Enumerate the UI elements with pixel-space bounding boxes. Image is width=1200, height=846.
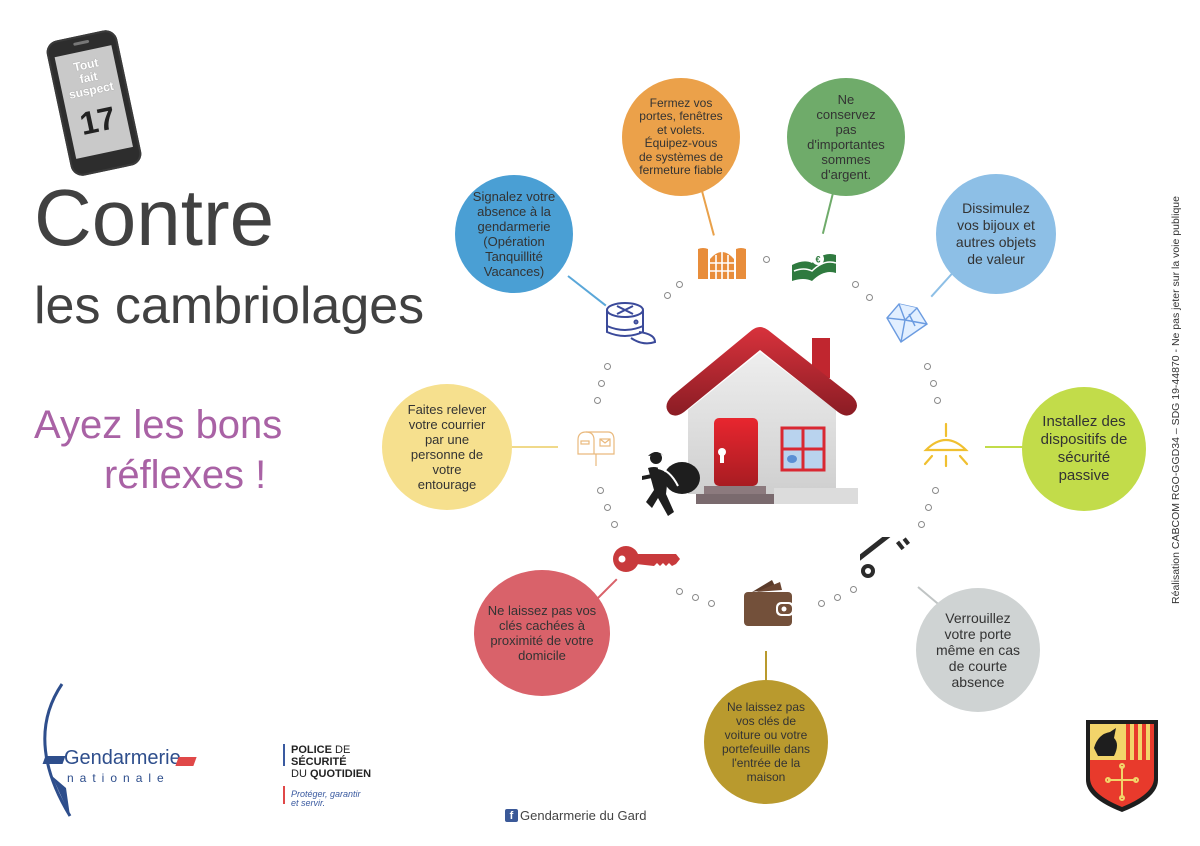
phone-speaker — [73, 39, 90, 46]
psq-quotidien: QUOTIDIEN — [309, 768, 372, 780]
connector-line — [985, 446, 1025, 448]
mailbox-icon — [577, 431, 615, 466]
gard-coat-of-arms — [1086, 720, 1158, 812]
tip-text: Verrouillez votre porte même en cas de c… — [935, 610, 1021, 690]
tip-text: Signalez votre absence à la gendarmerie … — [472, 189, 556, 279]
path-dot — [604, 363, 611, 370]
path-dot — [676, 281, 683, 288]
psq-de: DE — [335, 744, 351, 756]
title-line2: les cambriolages — [34, 277, 425, 335]
path-dot — [930, 380, 937, 387]
path-dot — [692, 594, 699, 601]
tagline-line1: Ayez les bons — [34, 403, 283, 447]
path-dot — [866, 294, 873, 301]
tip-lock-door: Verrouillez votre porte même en cas de c… — [916, 588, 1040, 712]
connector-line — [821, 192, 834, 234]
tagline-line2: réflexes ! — [104, 453, 267, 497]
lamp-icon — [923, 422, 969, 468]
path-dot — [708, 600, 715, 607]
red-key-icon — [613, 546, 680, 572]
side-credit-note: Réalisation CABCOM RGO-GGD34 – SDG 19-44… — [1170, 196, 1182, 604]
facebook-link[interactable]: f Gendarmerie du Gard — [505, 808, 646, 823]
flag-blue-bar — [42, 756, 66, 764]
window-shutters-icon — [698, 248, 746, 279]
diamond-icon — [886, 303, 928, 344]
path-dot — [932, 487, 939, 494]
psq-blue-bar — [283, 744, 285, 766]
tip-no-cash: Ne conservez pas d'importantes sommes d'… — [787, 78, 905, 196]
path-dot — [934, 397, 941, 404]
path-dot — [676, 588, 683, 595]
phone-text: Tout fait suspect — [67, 55, 115, 102]
tip-car-keys-wallet: Ne laissez pas vos clés de voiture ou vo… — [704, 680, 828, 804]
path-dot — [924, 363, 931, 370]
path-dot — [818, 600, 825, 607]
euro-banknotes-icon: € — [792, 253, 837, 281]
tip-passive-security: Installez des dispositifs de sécurité pa… — [1022, 387, 1146, 511]
tip-mail: Faites relever votre courrier par une pe… — [382, 384, 512, 510]
psq-slogan: Protéger, garantir et servir. — [291, 789, 361, 808]
connector-line — [701, 190, 715, 236]
burglar-icon — [642, 452, 700, 516]
connector-line — [512, 446, 558, 448]
tip-hide-jewels: Dissimulez vos bijoux et autres objets d… — [936, 174, 1056, 294]
house-illustration — [666, 327, 858, 504]
facebook-icon: f — [505, 809, 518, 822]
connector-line — [596, 578, 618, 600]
wallet-icon — [744, 580, 794, 626]
title-line1: Contre — [34, 173, 275, 262]
tip-hidden-keys: Ne laissez pas vos clés cachées à proxim… — [474, 570, 610, 696]
path-dot — [597, 487, 604, 494]
psq-police: POLICE — [291, 744, 332, 756]
facebook-label: Gendarmerie du Gard — [520, 808, 647, 823]
tip-text: Dissimulez vos bijoux et autres objets d… — [955, 200, 1037, 267]
connector-line — [567, 275, 607, 307]
psq-red-bar — [283, 786, 285, 804]
psq-logo: POLICE DE SÉCURITÉ DU QUOTIDIEN — [291, 744, 371, 780]
tip-text: Ne laissez pas vos clés de voiture ou vo… — [721, 700, 811, 784]
path-dot — [604, 504, 611, 511]
path-dot — [594, 397, 601, 404]
path-dot — [664, 292, 671, 299]
phone-17-illustration: Tout fait suspect 17 — [44, 28, 144, 178]
gendarmerie-logo-word: Gendarmerie — [64, 747, 181, 769]
psq-securite: SÉCURITÉ — [291, 756, 347, 768]
psq-du: DU — [291, 768, 307, 780]
tip-text: Ne laissez pas vos clés cachées à proxim… — [487, 603, 597, 663]
path-dot — [763, 256, 770, 263]
connector-line — [765, 651, 767, 683]
tip-signal-absence: Signalez votre absence à la gendarmerie … — [455, 175, 573, 293]
gendarmerie-logo-sub: nationale — [67, 771, 170, 785]
tip-text: Ne conservez pas d'importantes sommes d'… — [807, 92, 885, 182]
path-dot — [852, 281, 859, 288]
path-dot — [925, 504, 932, 511]
svg-text:€: € — [815, 255, 820, 265]
old-key-icon — [860, 537, 911, 578]
gendarmerie-arc-logo — [43, 683, 72, 817]
emergency-number: 17 — [76, 99, 119, 142]
tip-close-doors: Fermez vos portes, fenêtres et volets. É… — [622, 78, 740, 196]
path-dot — [850, 586, 857, 593]
tip-text: Faites relever votre courrier par une pe… — [407, 402, 487, 492]
gendarme-kepi-icon — [606, 302, 657, 345]
tip-text: Fermez vos portes, fenêtres et volets. É… — [638, 95, 724, 177]
phone-screen: Tout fait suspect 17 — [54, 45, 133, 159]
flag-red-bar — [175, 757, 197, 766]
path-dot — [611, 521, 618, 528]
path-dot — [598, 380, 605, 387]
path-dot — [834, 594, 841, 601]
tip-text: Installez des dispositifs de sécurité pa… — [1040, 413, 1128, 484]
path-dot — [918, 521, 925, 528]
